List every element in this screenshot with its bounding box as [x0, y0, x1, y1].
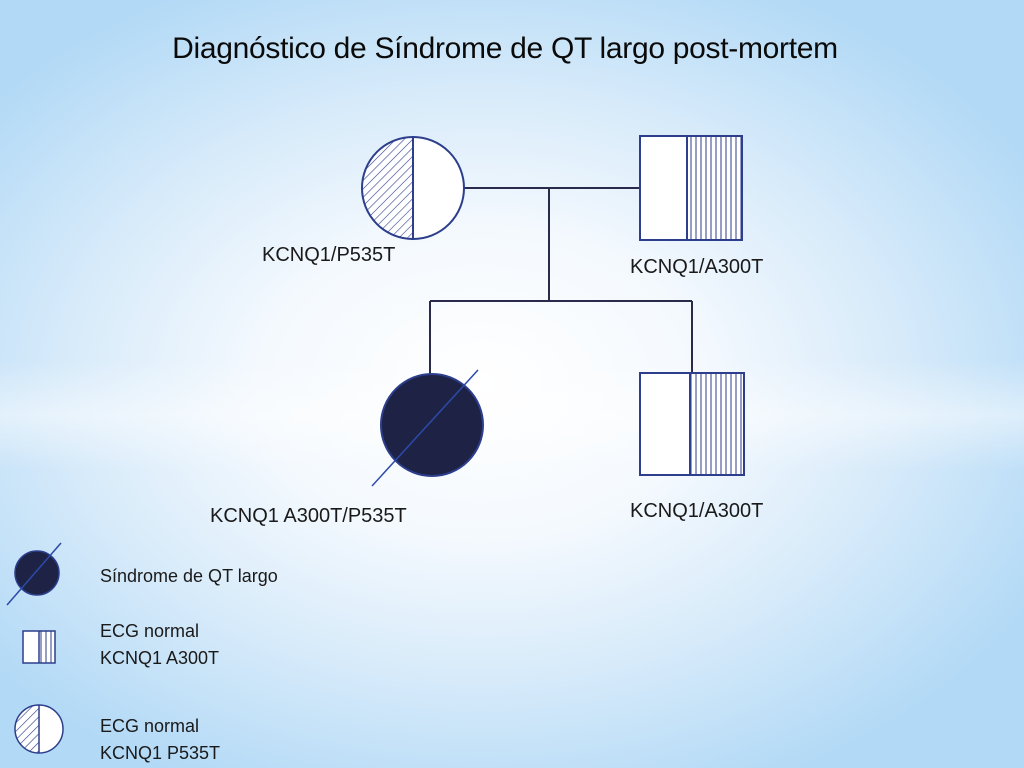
mother-label: KCNQ1/P535T	[262, 244, 395, 266]
legend-a300t-symbol	[22, 630, 56, 664]
slide-title: Diagnóstico de Síndrome de QT largo post…	[172, 32, 838, 65]
son-label: KCNQ1/A300T	[630, 500, 763, 522]
legend-p535t-line1: ECG normal	[100, 716, 199, 736]
mother-symbol	[361, 136, 465, 240]
legend: Síndrome de QT largo ECG normal KCNQ1 A3…	[6, 542, 278, 763]
father-label: KCNQ1/A300T	[630, 256, 763, 278]
legend-a300t-line1: ECG normal	[100, 621, 199, 641]
father-symbol	[639, 135, 743, 241]
legend-a300t-line2: KCNQ1 A300T	[100, 648, 219, 668]
legend-p535t-symbol	[14, 704, 64, 754]
pedigree-connectors	[429, 187, 693, 376]
son-symbol	[639, 372, 745, 476]
legend-affected-label: Síndrome de QT largo	[100, 566, 278, 586]
legend-affected-symbol	[6, 542, 62, 606]
daughter-symbol	[371, 369, 484, 487]
daughter-label: KCNQ1 A300T/P535T	[210, 505, 407, 527]
deceased-slash	[371, 369, 479, 487]
legend-p535t-line2: KCNQ1 P535T	[100, 743, 220, 763]
